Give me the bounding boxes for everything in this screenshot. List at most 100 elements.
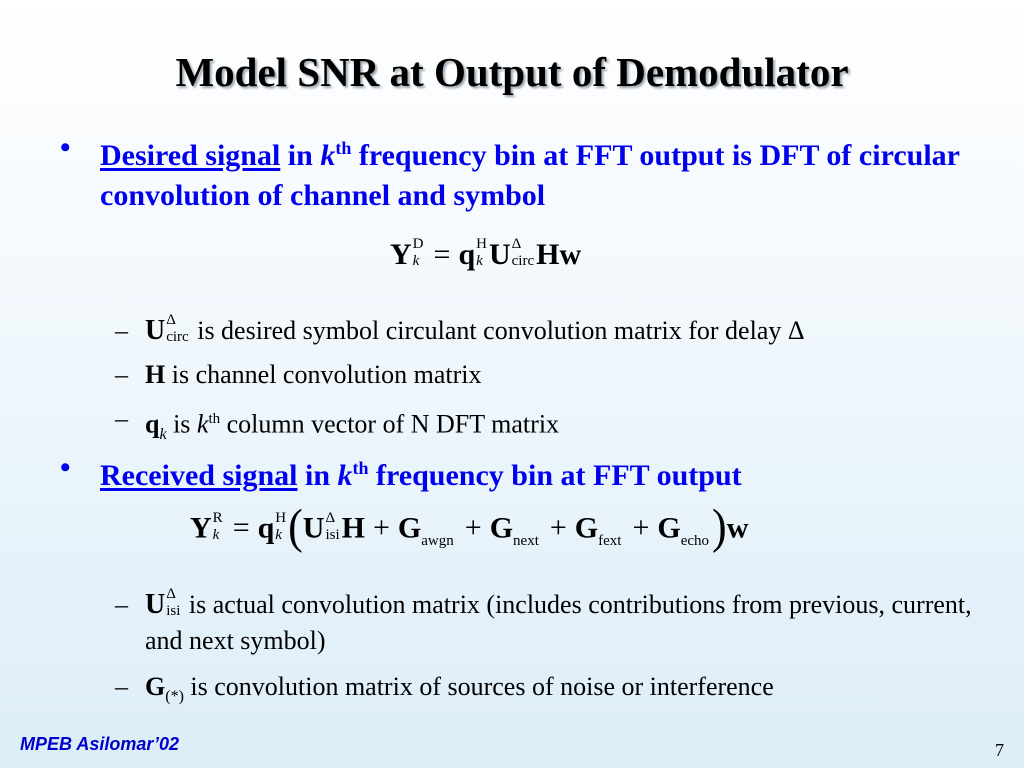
bullet-text: Received signal in kth frequency bin at … [100, 448, 980, 496]
eq-plus: + [549, 511, 567, 545]
bullet-marker: • [60, 131, 71, 164]
bullet-rest: frequency bin at FFT output is DFT of ci… [100, 139, 960, 212]
sym-G: G [145, 672, 166, 701]
sub-text-rest: column vector of N DFT matrix [220, 409, 560, 439]
sub-text: H is channel convolution matrix [145, 358, 995, 392]
sup-D: D [412, 236, 424, 253]
sup-H: H [275, 509, 287, 526]
dash-marker: – [115, 590, 128, 619]
sub-text-rest: is desired symbol circulant convolution … [190, 316, 805, 345]
sub-k: k [159, 425, 167, 443]
sub-k2: k [275, 526, 282, 543]
eq-equals: = [232, 511, 250, 545]
in-word: in [297, 459, 338, 492]
sym-q: q [145, 409, 160, 439]
eq-plus: + [464, 511, 482, 545]
sup-R: R [212, 509, 223, 526]
k-var: k [320, 139, 336, 172]
eq-G-fext: G [574, 511, 599, 545]
bullet-rest: frequency bin at FFT output [368, 459, 742, 492]
bullet-received-signal: • Received signal in kth frequency bin a… [60, 448, 980, 496]
sub-circ: circ [166, 329, 189, 346]
sub-isi: isi [325, 526, 340, 543]
eq-w: w [726, 511, 749, 545]
sub-item-qk: – qk is kth column vector of N DFT matri… [115, 402, 995, 452]
in-word: in [280, 139, 321, 172]
sub-item-g: – G(*) is convolution matrix of sources … [115, 670, 995, 714]
eq-q: q [458, 238, 476, 271]
th-sup: th [208, 411, 221, 427]
k-var: k [337, 459, 353, 492]
eq-Hw: Hw [536, 238, 582, 271]
dash-marker: – [115, 672, 128, 701]
bullet-marker: • [60, 451, 71, 484]
eq-Y: Y [190, 511, 212, 545]
received-signal-link[interactable]: Received signal [100, 459, 298, 492]
eq-G-echo: G [657, 511, 681, 545]
footer-conference: MPEB Asilomar’02 [20, 734, 180, 754]
eq-plus: + [632, 511, 650, 545]
eq-G-awgn: G [397, 511, 422, 545]
right-paren: ) [712, 499, 727, 554]
page-number: 7 [995, 740, 1004, 760]
sub-awgn: awgn [421, 533, 454, 550]
sup-delta: Δ [325, 509, 336, 526]
dash-marker: – [115, 360, 128, 389]
left-paren: ( [288, 499, 303, 554]
eq-U: U [302, 511, 325, 545]
sup-delta: Δ [166, 312, 176, 329]
sub-isi: isi [166, 603, 181, 620]
slide-title: Model SNR at Output of Demodulator [175, 49, 849, 95]
eq-Y: Y [390, 238, 412, 271]
eq-q: q [257, 511, 275, 545]
bullet-desired-signal: • Desired signal in kth frequency bin at… [60, 128, 980, 216]
sub-echo: echo [680, 533, 710, 550]
bullet-text: Desired signal in kth frequency bin at F… [100, 128, 980, 216]
sym-U: U [145, 589, 166, 620]
sub-text: qk is kth column vector of N DFT matrix [145, 402, 995, 452]
sup-H: H [476, 236, 487, 253]
sup-delta: Δ [511, 236, 522, 253]
th-sup: th [335, 138, 352, 158]
eq-plus: + [373, 511, 390, 545]
k-var: k [196, 409, 209, 439]
sub-item-h: – H is channel convolution matrix [115, 358, 995, 392]
sym-H: H [145, 360, 166, 389]
sub-text-rest: is convolution matrix of sources of nois… [183, 672, 774, 701]
sub-star: (*) [165, 688, 184, 706]
sub-text-rest: is actual convolution matrix (includes c… [145, 590, 972, 656]
dash-marker: – [115, 316, 128, 345]
sub-text: G(*) is convolution matrix of sources of… [145, 670, 995, 714]
eq-equals: = [433, 238, 451, 271]
desired-signal-link[interactable]: Desired signal [100, 139, 281, 172]
sub-next: next [513, 533, 539, 550]
sub-k2: k [476, 253, 483, 270]
sub-k: k [412, 253, 420, 270]
sub-fext: fext [598, 533, 622, 550]
sub-text-rest: is channel convolution matrix [165, 360, 482, 389]
sym-U: U [145, 315, 166, 346]
dash-marker: – [115, 404, 128, 433]
eq-U: U [488, 238, 511, 271]
th-sup: th [352, 458, 369, 478]
sup-delta: Δ [166, 586, 176, 603]
sub-circ: circ [511, 253, 535, 270]
text-is: is [166, 409, 197, 439]
sub-k: k [212, 526, 220, 543]
eq-G-next: G [489, 511, 514, 545]
eq-H: H [341, 511, 365, 545]
